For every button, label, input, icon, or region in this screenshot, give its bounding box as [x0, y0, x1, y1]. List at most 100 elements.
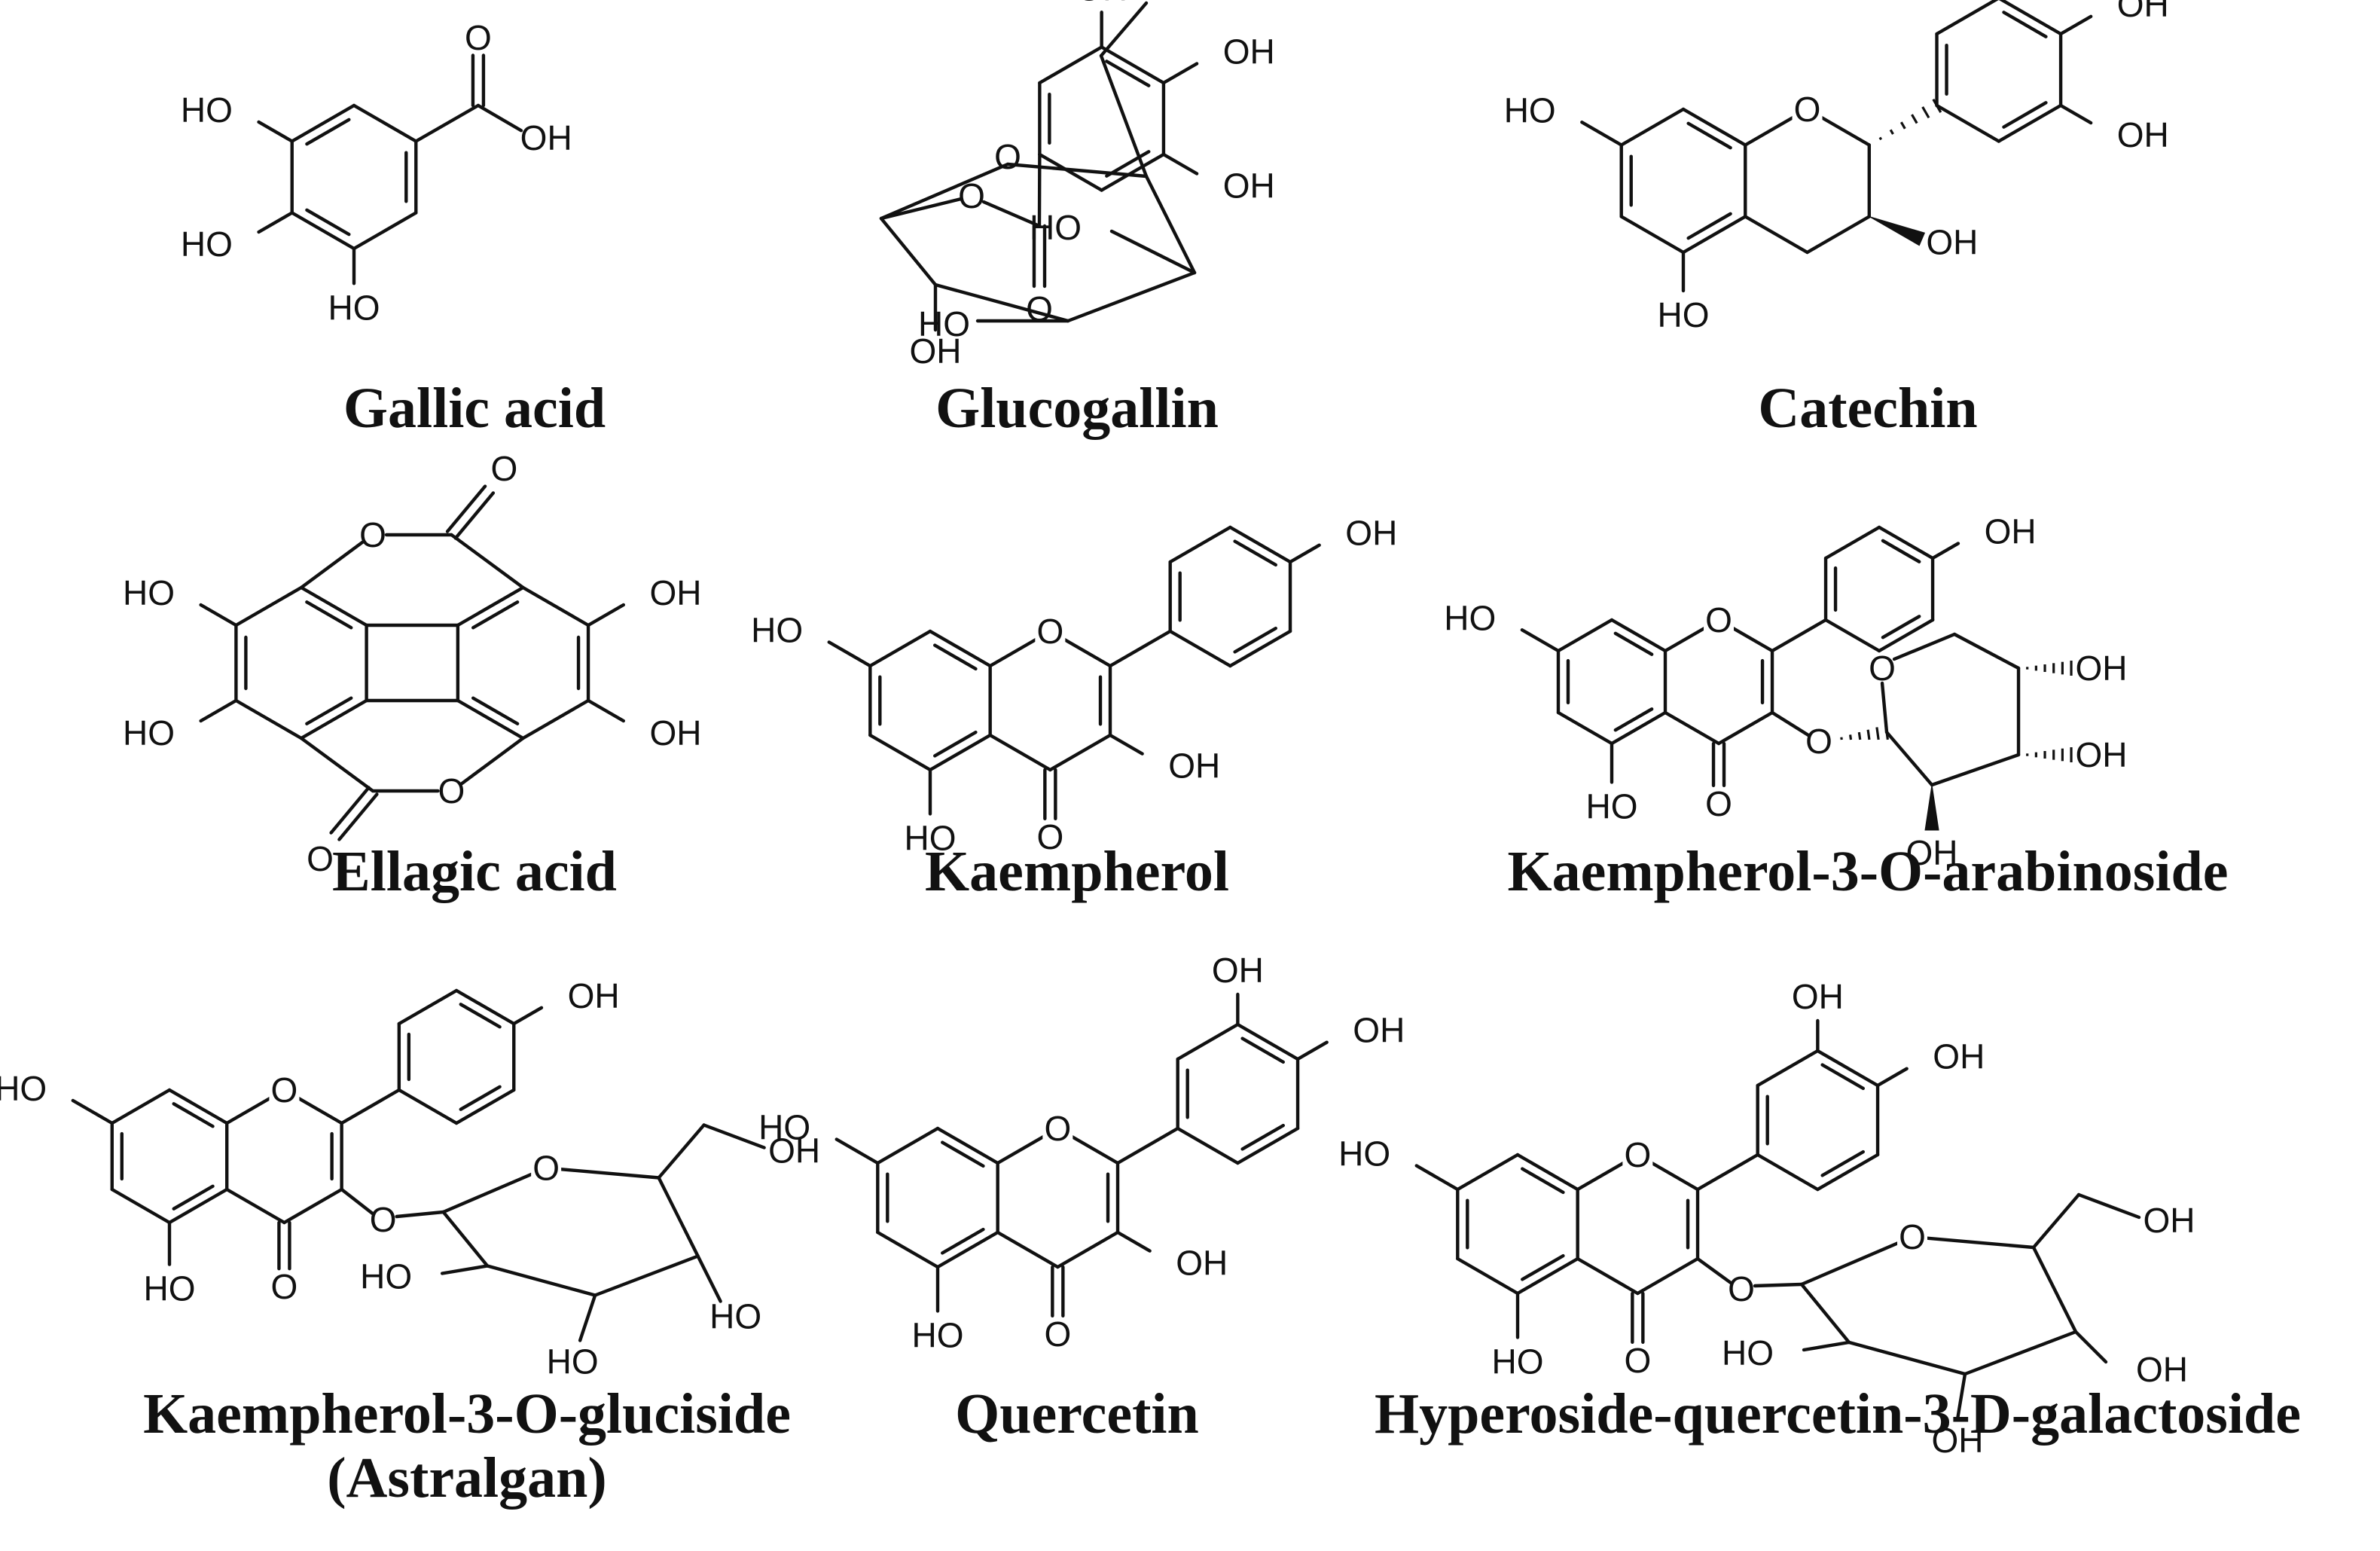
bond: [1233, 539, 1277, 567]
caption-kaempherol-3-o-gluciside: Kaempherol-3-O-gluciside (Astralgan): [75, 1382, 859, 1510]
bond: [876, 1230, 940, 1269]
o-mask: [1704, 603, 1735, 637]
acid-hydroxyl: OH: [520, 118, 572, 157]
bond: [1456, 1153, 1520, 1192]
bond: [981, 200, 1042, 228]
bond: [933, 282, 1070, 323]
hydroxyl-2: HO: [360, 1257, 412, 1296]
hydroxyl-4p: OH: [568, 976, 620, 1015]
ring-oxygen: O: [1869, 649, 1896, 688]
bond: [586, 603, 626, 627]
bond: [456, 698, 525, 740]
bond: [1847, 1340, 1967, 1376]
ring-oxygen: O: [1794, 90, 1821, 129]
caption-catechin: Catechin: [1758, 377, 1978, 440]
hydroxyl-3s: OH: [2076, 735, 2128, 774]
bond: [199, 698, 238, 723]
bond: [172, 1184, 215, 1211]
bond: [1619, 107, 1686, 147]
bond: [1520, 628, 1561, 653]
ring-oxygen: O: [1036, 612, 1063, 651]
bond: [1115, 1230, 1152, 1253]
hydroxyl-3p: OH: [1212, 951, 1264, 990]
bond: [512, 1006, 544, 1026]
bond: [876, 1126, 940, 1165]
carbonyl-oxygen: O: [1026, 289, 1053, 328]
bond: [1414, 1164, 1460, 1192]
bond: [352, 211, 418, 251]
hydroxyl-5: HO: [905, 818, 957, 857]
bond: [459, 1003, 502, 1029]
bond: [1753, 1282, 1804, 1288]
bond: [305, 208, 351, 237]
hydroxyl-5: HO: [912, 1315, 964, 1354]
bond: [110, 1187, 172, 1225]
bond: [657, 1176, 700, 1258]
hydroxyl-5: HO: [328, 288, 380, 327]
carbonyl-oxygen: O: [307, 839, 334, 878]
hash-bond: [1911, 114, 1918, 124]
bond: [454, 988, 516, 1026]
bond: [1236, 1126, 1300, 1165]
bond: [1288, 543, 1321, 564]
bond: [1816, 1049, 1880, 1088]
bond: [1930, 753, 2021, 787]
bond: [928, 629, 992, 668]
bond: [1955, 1372, 1967, 1421]
bond: [397, 988, 459, 1026]
caption-line-1: Kaempherol-3-O-gluciside: [143, 1382, 791, 1446]
ring-oxygen: O: [1624, 1135, 1651, 1174]
bond: [471, 696, 520, 725]
hash-bond: [1866, 729, 1871, 740]
hydroxyl-5: HO: [1586, 786, 1638, 826]
bond: [1744, 215, 1809, 255]
bond: [1613, 707, 1654, 732]
bond: [1681, 215, 1747, 255]
hydroxyl-6: OH: [768, 1131, 820, 1171]
bond: [593, 1254, 700, 1297]
hash-bond: [1889, 129, 1894, 135]
bond: [2073, 1330, 2108, 1364]
hydroxyl-4p: OH: [2117, 115, 2169, 154]
bond: [1066, 270, 1197, 323]
bond: [933, 730, 978, 758]
bond: [868, 629, 932, 668]
hydroxyl-galloyl-c: OH: [1223, 166, 1275, 206]
bond: [1963, 1330, 2078, 1376]
hydroxyl-4p: OH: [1985, 511, 2037, 551]
bond: [1521, 1167, 1565, 1195]
bond: [282, 1187, 343, 1225]
glycosidic-oxygen: O: [370, 1200, 397, 1239]
bond: [454, 1088, 516, 1125]
bond: [1038, 45, 1103, 85]
hydroxyl-3: HO: [547, 1342, 599, 1382]
bond: [1168, 629, 1232, 668]
hydroxyl-2s: OH: [1906, 833, 1958, 872]
bond: [2002, 11, 2048, 38]
caption-gallic-acid: Gallic acid: [343, 377, 606, 440]
bond: [521, 698, 590, 740]
wedge-bond: [1869, 216, 1926, 246]
hydroxyl-3: OH: [1932, 1421, 1984, 1460]
bond: [1880, 681, 1889, 734]
bond: [485, 1264, 597, 1297]
wedge-bond: [1924, 784, 1939, 831]
bond: [1716, 710, 1774, 746]
bond: [305, 600, 353, 630]
bond: [290, 211, 356, 251]
bond: [1515, 1256, 1579, 1296]
bond: [459, 1085, 502, 1111]
bond: [1576, 1256, 1640, 1296]
bond: [586, 698, 626, 723]
bond: [1613, 631, 1654, 656]
bond: [1686, 121, 1732, 150]
bond: [456, 585, 525, 627]
o-mask: [269, 1073, 300, 1107]
bond: [234, 585, 304, 627]
